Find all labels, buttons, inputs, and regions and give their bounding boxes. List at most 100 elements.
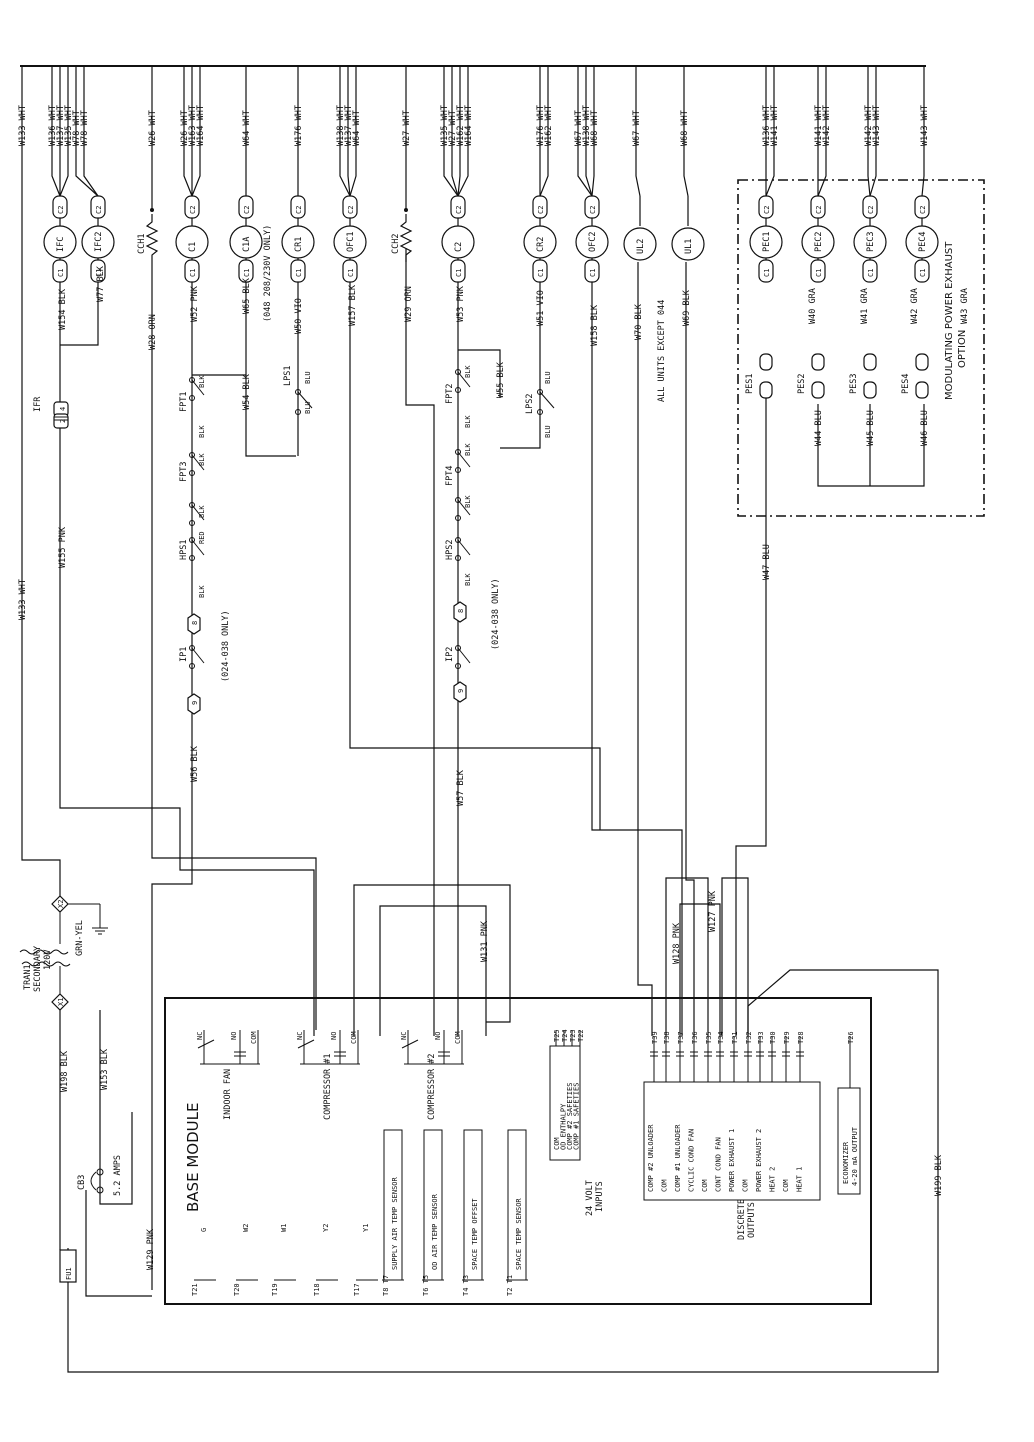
bus-fan-wire [765, 170, 775, 197]
input-24v-item: COMP #1 SAFETIES [573, 1083, 581, 1150]
device-label: IP1 [179, 647, 189, 662]
plug-number: 4 [59, 407, 67, 411]
ifr-relay-contact-icon [53, 401, 69, 429]
sensor-terminals: T6 T5 [422, 1275, 430, 1296]
x2-label: X2 [57, 900, 65, 908]
relay-coil-icon [671, 227, 705, 261]
relay-no-label: NO [330, 1032, 338, 1040]
switch-wire-color: BLK [198, 453, 206, 466]
bus-fan-wire [457, 170, 469, 197]
wire-label: W55 BLK [496, 361, 506, 398]
coil-label: C1 [188, 242, 198, 252]
relay-com-label: COM [250, 1031, 258, 1044]
bus-wire-label: W142 WHT [822, 105, 832, 146]
device-label: FPT4 [445, 466, 455, 486]
wire-label: W198 BLK [60, 1050, 70, 1092]
nc-contact-icon [401, 1039, 419, 1049]
relay-com-label: COM [350, 1031, 358, 1044]
bus-wire-label: W136 WHT [762, 105, 772, 146]
plug-number: 2 [59, 419, 67, 423]
bus-fan-wire [51, 170, 61, 197]
hps1-switch-icon [189, 537, 205, 561]
relay-label: UL2 [636, 239, 646, 254]
discrete-terminal: T37 [677, 1031, 685, 1044]
c2-label: C2 [763, 206, 771, 214]
c1-terminal-icon [862, 259, 878, 283]
plug-connectors-icon [187, 601, 467, 715]
breaker-rating: 5.2 AMPS [113, 1155, 123, 1196]
input-label: G [200, 1228, 208, 1232]
breaker: CB3 5.2 AMPS [77, 1155, 123, 1196]
device-label: IP2 [445, 647, 455, 662]
bus-wire-label: W164 WHT [196, 105, 206, 146]
notes: (048 208/230V ONLY)(024-038 ONLY)(024-03… [221, 225, 667, 682]
switch-wire-color: BLU [544, 371, 552, 384]
bus-fan-wire [347, 170, 351, 197]
relay-name: COMPRESSOR #1 [323, 1053, 333, 1120]
ground-label: GRN-YEL [75, 920, 85, 956]
bus-wire-label: W64 WHT [242, 110, 252, 146]
discrete-item: HEAT 2 [769, 1167, 777, 1192]
fuse-icon [59, 1249, 77, 1283]
wire-label: W57 BLK [456, 769, 466, 806]
plug-number: 8 [457, 609, 465, 613]
switch-wire-color: RED [198, 531, 206, 544]
input-24v-item: OD ENTHALPY [560, 1103, 568, 1150]
input-24v-item: COM [553, 1137, 561, 1150]
discrete-item: COM [661, 1179, 669, 1192]
bus-wire-label: W26 WHT [180, 110, 190, 146]
discrete-item: CYCLIC COND FAN [688, 1129, 696, 1192]
input-terminal: T18 [313, 1283, 321, 1296]
ground-icon [92, 927, 108, 935]
sensor-label: SPACE TEMP OFFSET [471, 1198, 479, 1270]
bus-fan-wire [349, 170, 357, 197]
coil-label: CR2 [536, 237, 546, 252]
breaker-icon [96, 1168, 104, 1176]
bus-fan-wire [577, 170, 593, 197]
sensor-terminals: T4 T3 [462, 1275, 470, 1296]
discrete-caption2: OUTPUTS [747, 1202, 757, 1238]
device-label: PES1 [745, 374, 755, 394]
bus-fan-wire [183, 170, 193, 197]
c1-label: C1 [867, 269, 875, 277]
bus-fan-wire [83, 170, 99, 197]
bus-wire-label: W138 WHT [582, 105, 592, 146]
wire-label: W157 BLK [348, 284, 358, 326]
inputs-24v-caption2: INPUTS [595, 1181, 605, 1212]
bus-fan-wire [585, 170, 593, 197]
c1-label: C1 [189, 269, 197, 277]
bus-wire-label: W143 WHT [920, 105, 930, 146]
relay-no-label: NO [434, 1032, 442, 1040]
input-label: W1 [280, 1224, 288, 1232]
coil-label: OFC1 [346, 232, 356, 252]
c1-label: C1 [589, 269, 597, 277]
discrete-terminal: T35 [705, 1031, 713, 1044]
c2-label: C2 [57, 206, 65, 214]
wire-label: W42 GRA [910, 288, 920, 324]
wire-label: W77 BLK [96, 265, 106, 302]
device-label: HPS2 [445, 540, 455, 560]
device-label: FPT2 [445, 384, 455, 404]
device-label: PES4 [901, 374, 911, 394]
bus-wire-label: W135 WHT [440, 105, 450, 146]
wire-label: W44 BLU [814, 410, 824, 446]
power-exhaust-subtitle: OPTION [957, 330, 968, 368]
heater-resistor-icon [145, 214, 159, 262]
bus-fan-wire [635, 170, 641, 197]
bus-wire-label: W68 WHT [590, 110, 600, 146]
wire-label: W133 WHT [18, 579, 28, 620]
fpt4-switch-icon [455, 449, 471, 473]
lps2-switch-icon [537, 389, 555, 415]
